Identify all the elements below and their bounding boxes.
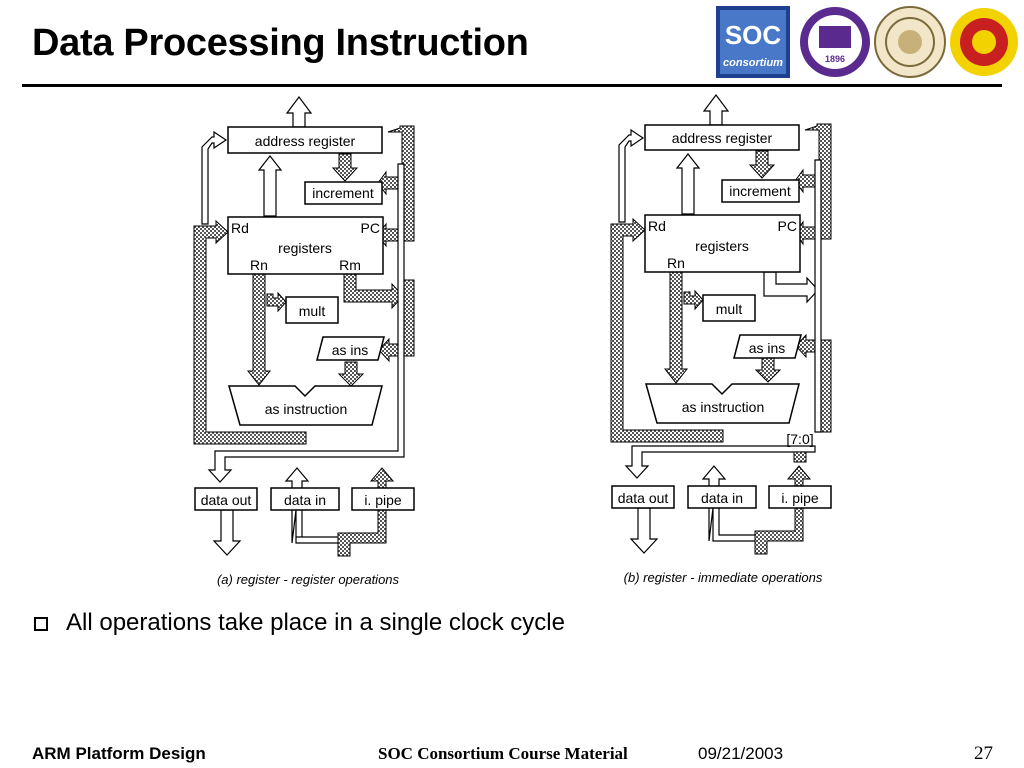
increment-box (304, 181, 383, 205)
as-ins-label: as ins (332, 342, 369, 358)
register-to-address-arrow (257, 155, 283, 217)
data-out-label: data out (618, 490, 669, 506)
bullet-text: All operations take place in a single cl… (66, 609, 565, 636)
data-in-box (270, 487, 340, 511)
data-out-box (194, 487, 258, 511)
data-in-label: data in (701, 490, 743, 506)
shifter-output-arrow (337, 361, 365, 387)
address-register-box (644, 124, 800, 151)
seal-year-text: 1896 (825, 54, 845, 64)
rm-bus-arrow (343, 273, 404, 310)
data-in-label: data in (284, 492, 326, 508)
bypass-line (814, 159, 822, 433)
university-seal-1: 1896 (800, 7, 870, 77)
registers-label: registers (278, 240, 332, 256)
slide-title: Data Processing Instruction (32, 22, 529, 64)
mult-label: mult (299, 303, 326, 319)
mult-box (702, 294, 756, 322)
diagram-b: address register increment Rd PC registe… (610, 94, 832, 585)
data-out-bus-arrow (624, 445, 816, 479)
mult-box (285, 296, 339, 324)
pc-label: PC (361, 220, 380, 236)
logo-strip: SOC consortium 1896 (716, 6, 1018, 78)
register-bank-box (644, 214, 801, 273)
mult-label: mult (716, 301, 743, 317)
registers-label: registers (695, 238, 749, 254)
result-feedback-arrow (610, 217, 724, 443)
register-bank-box (227, 216, 384, 275)
ipipe-box (351, 487, 415, 511)
address-register-label: address register (672, 130, 773, 146)
soc-consortium-logo: SOC consortium (716, 6, 790, 78)
address-register-label: address register (255, 133, 356, 149)
register-to-address-arrow (675, 153, 701, 215)
result-feedback-arrow (193, 219, 307, 445)
data-out-bus-arrow (207, 163, 405, 483)
rn-label: Rn (250, 257, 268, 273)
immediate-field-label: [7:0] (786, 431, 813, 447)
university-seal-2 (874, 6, 946, 78)
data-out-label: data out (201, 492, 252, 508)
pc-label: PC (778, 218, 797, 234)
register-side-arrow (763, 271, 819, 304)
ipipe-label: i. pipe (364, 492, 402, 508)
footer-date: 09/21/2003 (698, 744, 784, 763)
address-to-increment-arrow (331, 153, 359, 182)
as-ins-label: as ins (749, 340, 786, 356)
address-feedback-arrow (201, 130, 228, 225)
caption-b: (b) register - immediate operations (624, 570, 823, 585)
university-seal-3 (950, 8, 1018, 76)
data-out-arrow (629, 507, 659, 554)
ipipe-box (768, 485, 832, 509)
diagram-a: address register increment Rd PC registe… (193, 96, 415, 587)
rn-bus-arrow (246, 273, 272, 386)
footer-course-title: ARM Platform Design (32, 744, 206, 763)
as-instruction-label: as instruction (682, 399, 764, 415)
shifter-box (733, 334, 802, 359)
mult-input-arrow (266, 291, 287, 313)
as-instruction-label: as instruction (265, 401, 347, 417)
address-register-box (227, 126, 383, 154)
rm-label: Rm (339, 257, 361, 273)
data-out-arrow (212, 509, 242, 556)
address-feedback-arrow (618, 128, 645, 223)
shifter-output-arrow (754, 357, 782, 383)
increment-label: increment (312, 185, 374, 201)
rd-label: Rd (648, 218, 666, 234)
rn-bus-arrow (663, 271, 689, 384)
increment-box (721, 179, 800, 203)
increment-label: increment (729, 183, 791, 199)
shifter-input-arrow (378, 279, 415, 363)
footer-course-material: SOC Consortium Course Material (378, 744, 628, 763)
address-out-arrow (285, 96, 313, 128)
title-divider (22, 84, 1002, 87)
ipipe-label: i. pipe (781, 490, 819, 506)
consortium-logo-text: consortium (723, 57, 783, 69)
alu-box (645, 383, 800, 424)
soc-logo-text: SOC (725, 20, 782, 50)
pc-loop-arrow (377, 125, 415, 248)
address-out-arrow (702, 94, 730, 126)
shifter-box (316, 336, 385, 361)
datapath-diagrams: address register increment Rd PC registe… (193, 94, 832, 587)
alu-box (228, 385, 383, 426)
immediate-link (793, 451, 807, 463)
rd-label: Rd (231, 220, 249, 236)
pc-loop-arrow (794, 123, 832, 246)
ipipe-input-arrow (337, 467, 395, 557)
immediate-to-shifter-arrow (795, 333, 832, 433)
address-to-increment-arrow (748, 150, 776, 179)
footer-page-number: 27 (974, 743, 993, 764)
ipipe-input-arrow (754, 465, 812, 555)
rn-label: Rn (667, 255, 685, 271)
mult-input-arrow (683, 289, 704, 311)
data-in-box (687, 485, 757, 509)
bullet-checkbox-icon (34, 617, 48, 631)
caption-a: (a) register - register operations (217, 572, 400, 587)
data-out-box (611, 485, 675, 509)
